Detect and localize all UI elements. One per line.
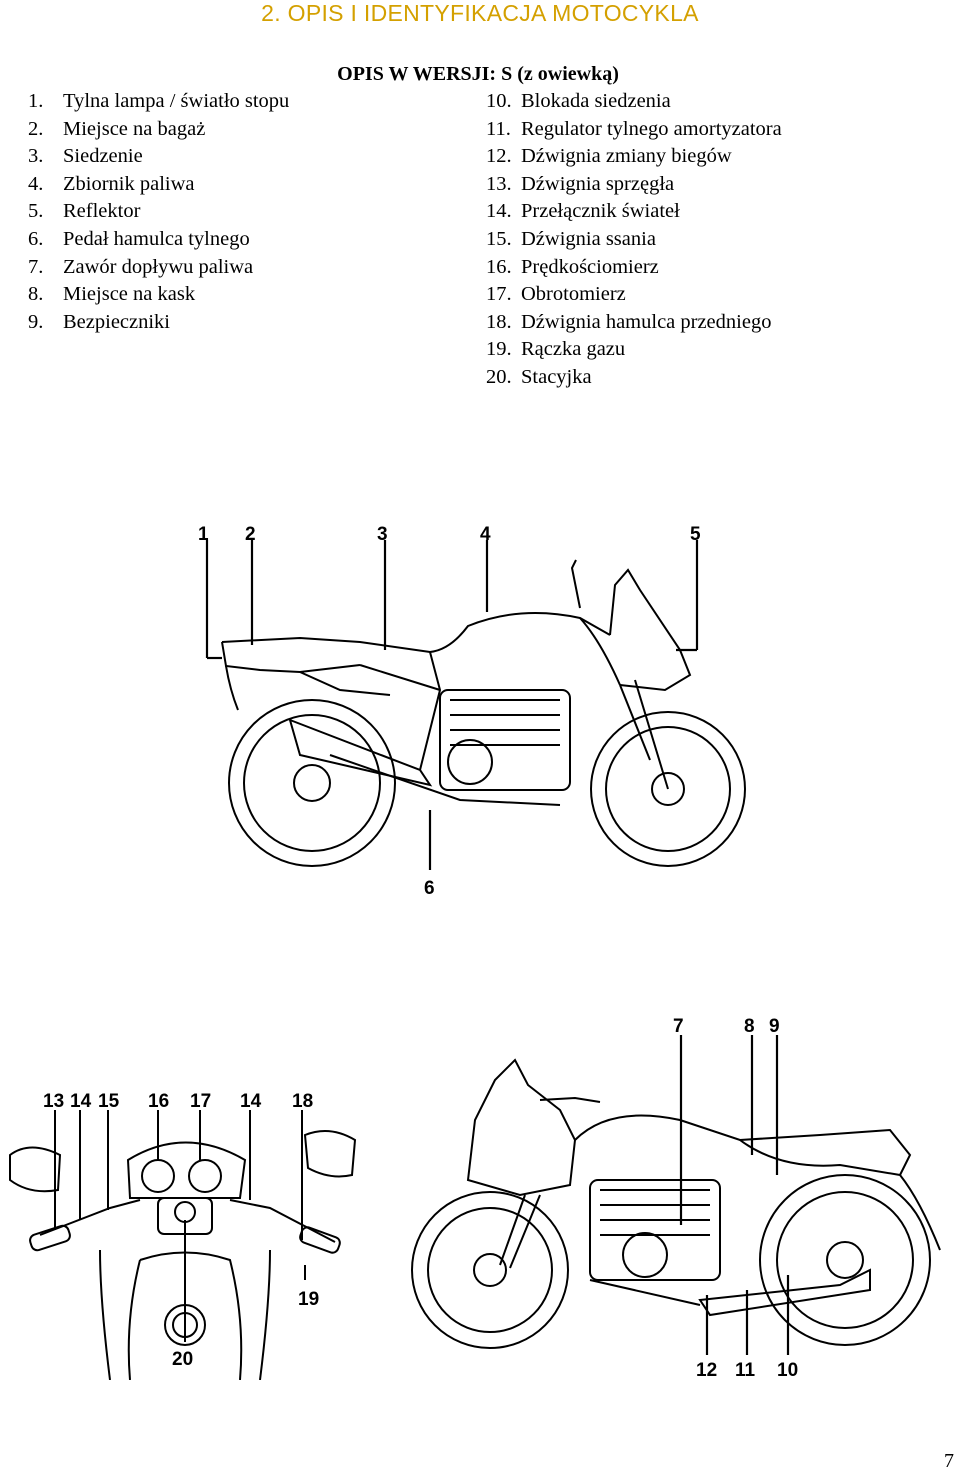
list-item: 5.Reflektor — [28, 200, 141, 223]
list-item: 10.Blokada siedzenia — [486, 90, 671, 112]
motorcycle-left-side-diagram: 1 2 3 4 5 6 — [198, 524, 746, 899]
list-item: 16.Prędkościomierz — [486, 255, 659, 278]
list-item: 14.Przełącznik świateł — [486, 200, 680, 223]
callout-11: 11 — [735, 1360, 756, 1380]
list-item: 15.Dźwignia ssania — [486, 227, 656, 250]
callout-15: 15 — [98, 1091, 120, 1112]
callout-10: 10 — [777, 1360, 798, 1380]
parts-list-right: 10.Blokada siedzenia 11.Regulator tylneg… — [486, 88, 782, 392]
callout-14: 14 — [70, 1091, 92, 1112]
callout-2: 2 — [245, 524, 256, 545]
callout-6: 6 — [424, 878, 435, 899]
list-item: 19.Rączka gazu — [486, 338, 626, 361]
list-item: 8.Miejsce na kask — [28, 283, 196, 306]
list-item: 4.Zbiornik paliwa — [28, 172, 195, 195]
callout-5: 5 — [690, 524, 701, 545]
callout-7: 7 — [673, 1016, 684, 1037]
callout-16: 16 — [148, 1091, 169, 1112]
cockpit-diagram: 13 14 15 16 17 14 18 19 20 — [9, 1091, 357, 1380]
callout-17: 17 — [190, 1091, 211, 1112]
list-item: 7.Zawór dopływu paliwa — [28, 255, 254, 278]
list-item: 12.Dźwignia zmiany biegów — [486, 145, 732, 168]
list-item: 1.Tylna lampa / światło stopu — [28, 90, 290, 112]
callout-13: 13 — [43, 1091, 64, 1112]
callout-9: 9 — [769, 1016, 780, 1037]
list-item: 18.Dźwignia hamulca przedniego — [486, 310, 772, 333]
list-item: 6.Pedał hamulca tylnego — [28, 227, 250, 250]
page-number: 7 — [944, 1450, 954, 1472]
list-item: 20.Stacyjka — [486, 365, 592, 388]
parts-list-left: 1.Tylna lampa / światło stopu 2.Miejsce … — [28, 88, 289, 336]
list-item: 13.Dźwignia sprzęgła — [486, 172, 675, 195]
callout-1: 1 — [198, 524, 209, 545]
list-item: 2.Miejsce na bagaż — [28, 117, 206, 140]
version-subheading: OPIS W WERSJI: S (z owiewką) — [337, 63, 619, 85]
motorcycle-right-side-diagram: 7 8 9 12 11 10 — [411, 1016, 941, 1380]
callout-4: 4 — [480, 524, 491, 545]
list-item: 17.Obrotomierz — [486, 283, 626, 306]
callout-8: 8 — [744, 1016, 755, 1037]
list-item: 9.Bezpieczniki — [28, 310, 171, 333]
callout-18: 18 — [292, 1091, 313, 1112]
callout-20: 20 — [172, 1349, 193, 1370]
callout-12: 12 — [696, 1360, 717, 1380]
section-heading: 2. OPIS I IDENTYFIKACJA MOTOCYKLA — [261, 0, 699, 26]
callout-19: 19 — [298, 1289, 319, 1310]
list-item: 3.Siedzenie — [28, 145, 143, 168]
callout-14b: 14 — [240, 1091, 262, 1112]
list-item: 11.Regulator tylnego amortyzatora — [486, 117, 782, 140]
callout-3: 3 — [377, 524, 388, 545]
